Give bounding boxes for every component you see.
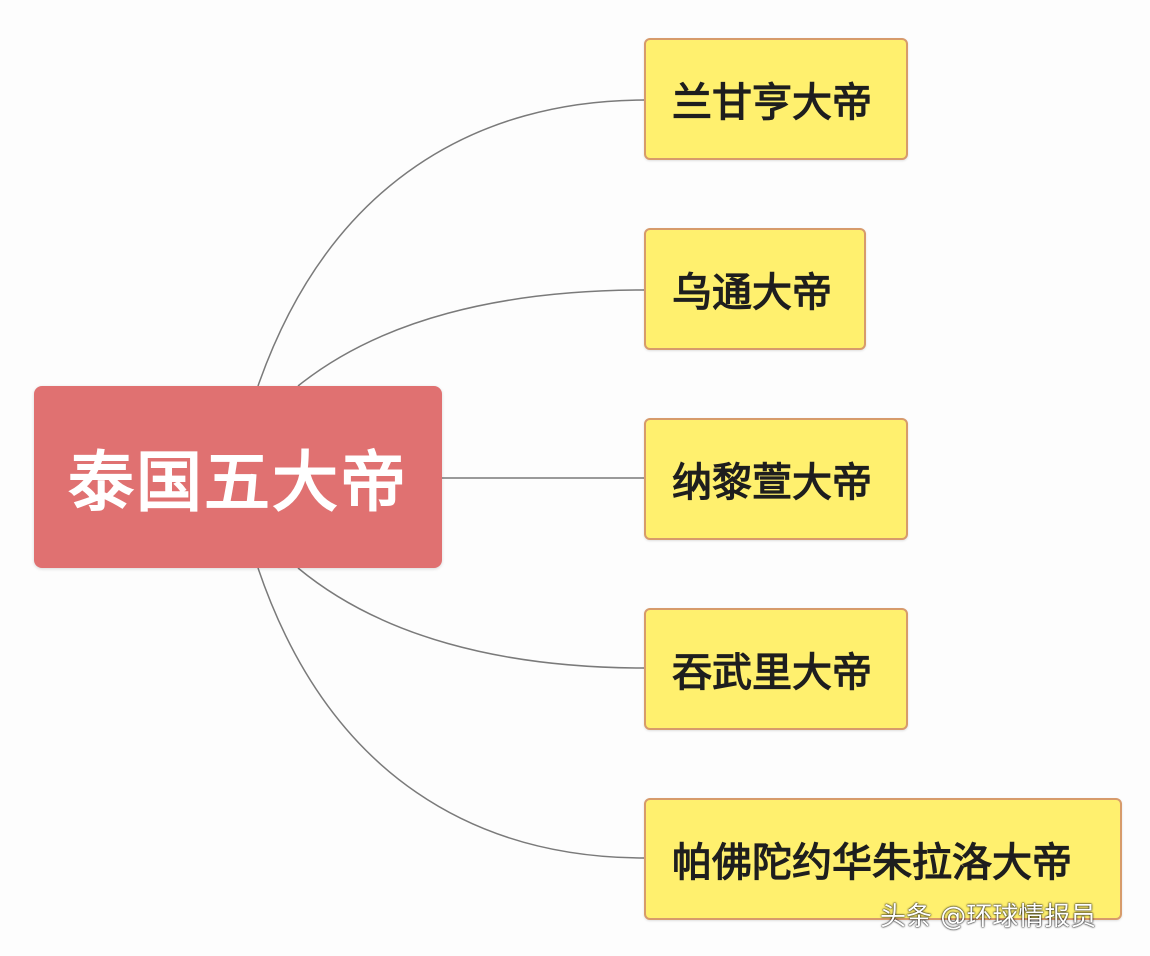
connector-line-2 xyxy=(297,289,646,387)
child-node-label: 纳黎萱大帝 xyxy=(672,460,872,506)
watermark: 头条 @环球情报员 xyxy=(880,902,1097,932)
child-node-3[interactable]: 纳黎萱大帝 xyxy=(644,418,908,540)
root-node-label: 泰国五大帝 xyxy=(68,444,408,521)
child-node-4[interactable]: 吞武里大帝 xyxy=(644,608,908,730)
root-node[interactable]: 泰国五大帝 xyxy=(34,386,442,568)
connector-line-1 xyxy=(257,99,646,387)
child-node-label: 乌通大帝 xyxy=(672,270,832,316)
child-node-2[interactable]: 乌通大帝 xyxy=(644,228,866,350)
connector-line-5 xyxy=(257,567,646,859)
child-node-5[interactable]: 帕佛陀约华朱拉洛大帝 xyxy=(644,798,1122,920)
child-node-label: 吞武里大帝 xyxy=(672,650,872,696)
child-node-label: 帕佛陀约华朱拉洛大帝 xyxy=(672,840,1072,886)
child-node-label: 兰甘亨大帝 xyxy=(672,80,872,126)
child-node-1[interactable]: 兰甘亨大帝 xyxy=(644,38,908,160)
connector-line-4 xyxy=(297,567,646,669)
